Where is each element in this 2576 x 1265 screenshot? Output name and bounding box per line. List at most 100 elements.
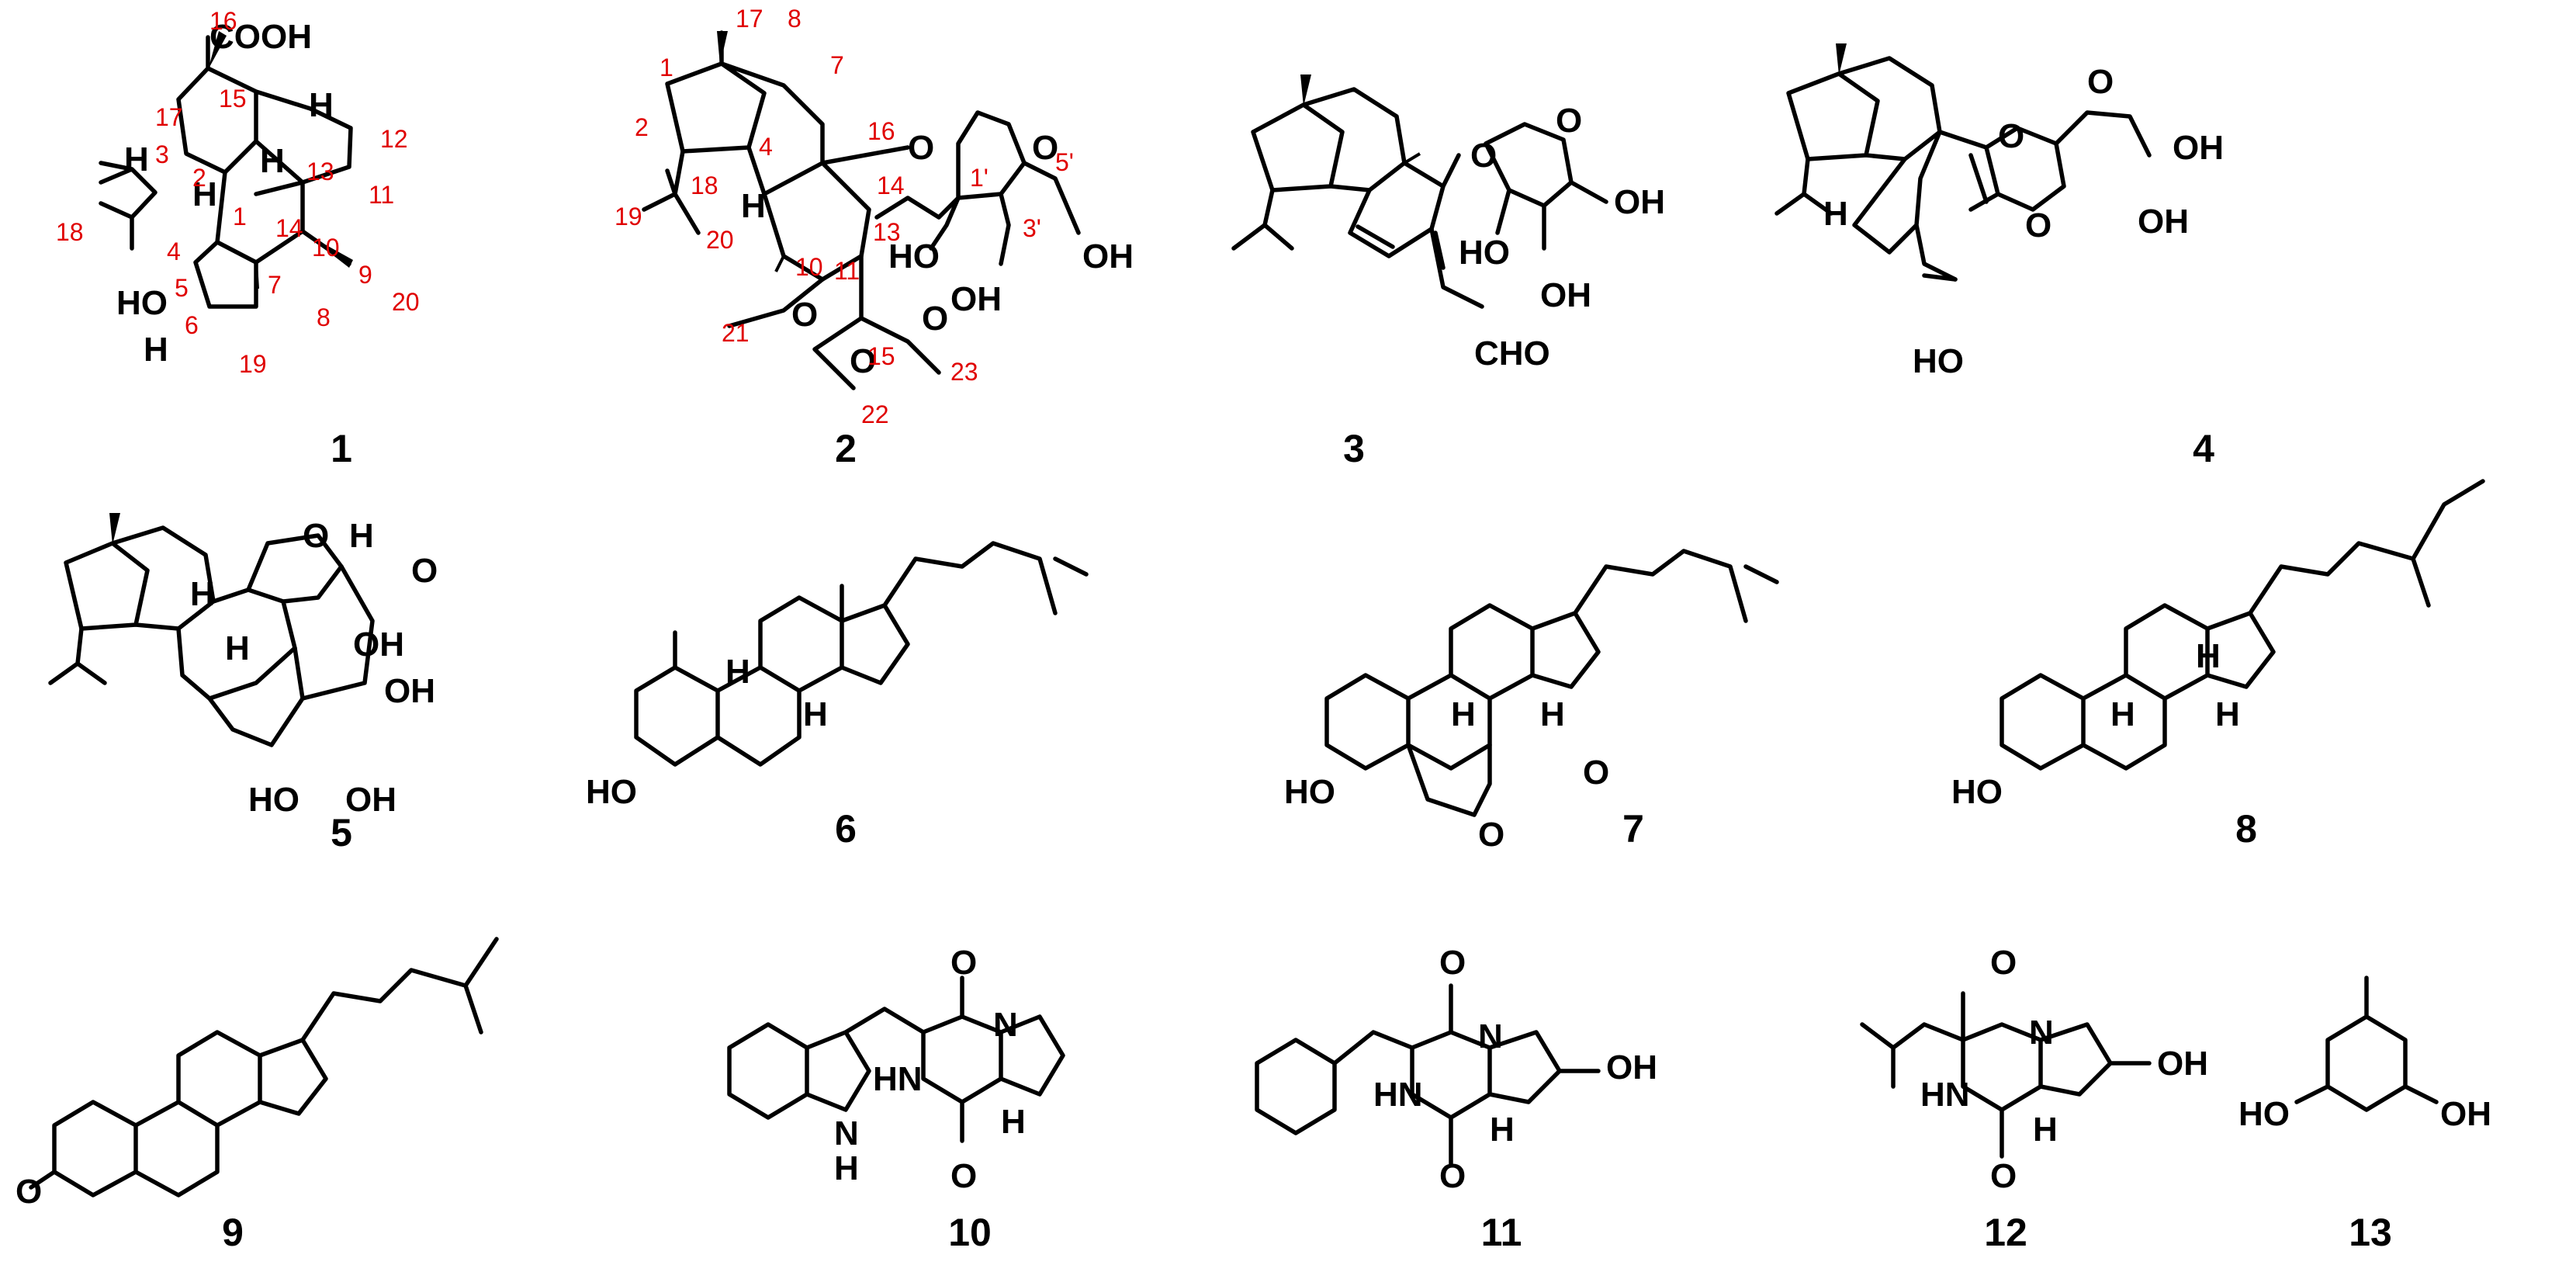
compound-3-glycoside-o-label: O (1470, 137, 1497, 175)
compound-2-glycoside-o-label: O (908, 129, 934, 167)
compound-2-oh3-label: OH (950, 280, 1002, 318)
compound-7-ho-label: HO (1284, 773, 1335, 811)
compound-11-n-label: N (1478, 1017, 1503, 1055)
compound-9-ketone-o-label: O (16, 1173, 42, 1211)
compound-7-label: 7 (1622, 807, 1644, 851)
compound-5-stereo (109, 513, 120, 545)
compound-3-bonds (1231, 87, 1608, 309)
compound-2-locant: 20 (706, 226, 734, 254)
compound-2-locant: 11 (834, 257, 860, 285)
compound-1-locant: 6 (185, 311, 199, 339)
compound-5-label: 5 (331, 811, 352, 854)
compound-10-o-upper-label: O (950, 944, 977, 982)
compound-1-locant: 13 (306, 158, 334, 185)
compound-2-locant: 4 (759, 133, 773, 161)
compound-1-atom-labels: COOH H H H H HO H (116, 18, 334, 369)
compound-1-locant: 2 (192, 164, 206, 192)
compound-11-o-upper-label: O (1439, 944, 1466, 982)
compound-8-atom-labels: H HO H H (1951, 637, 2240, 811)
compound-1-locant: 20 (392, 288, 420, 316)
compound-3-oh4-label: OH (1614, 183, 1665, 221)
compound-2-ho-label: HO (888, 237, 940, 276)
compound-1-locant: 4 (167, 237, 181, 265)
compound-1-locant: 19 (239, 350, 267, 378)
compound-6-h9-label: H (725, 653, 750, 691)
compound-4-h-label: H (1823, 195, 1848, 233)
compound-5-oh-right-label: OH (384, 672, 435, 710)
compound-6-bonds (634, 541, 1089, 767)
compound-2-structure: H O O HO OH OH O O O 1 2 4 7 8 10 11 13 … (615, 5, 1134, 470)
compound-1-locant: 5 (175, 274, 189, 302)
compound-11-bonds (1255, 983, 1601, 1166)
compound-2-locant: 18 (691, 172, 718, 199)
compound-4-bonds (1774, 56, 2152, 282)
compound-5-h-acetal-label: H (349, 517, 374, 555)
compound-9-atom-labels: O (16, 1173, 42, 1211)
compound-2-locant: 13 (873, 218, 901, 246)
compound-2-o22-label: O (850, 342, 876, 380)
compound-7-h14-label: H (1540, 695, 1565, 733)
compound-7-structure: HO H H O O 7 (1284, 549, 1779, 854)
compound-2-locant: 10 (795, 253, 823, 281)
compound-3-structure: O O OH HO OH CHO 3 (1231, 75, 1665, 470)
compound-13-atom-labels: HO OH (2238, 1095, 2491, 1133)
compound-2-atom-labels: H O O HO OH OH O O O (741, 129, 1134, 380)
compound-4-oh-lower-label: OH (2138, 203, 2189, 241)
compound-10-o-lower-label: O (950, 1157, 977, 1195)
compound-9-structure: O 9 (16, 937, 499, 1254)
compound-11-oh-label: OH (1606, 1048, 1657, 1087)
compound-2-locant: 23 (950, 358, 978, 386)
compound-6-structure: HO H H 6 (586, 541, 1089, 851)
compound-1-locant: 1 (233, 203, 247, 230)
compound-10-n-label: N (993, 1006, 1018, 1044)
compound-12-hn-label: HN (1920, 1076, 1970, 1114)
compound-1-locant: 12 (380, 125, 408, 153)
compound-1-locant: 3 (155, 140, 169, 168)
compound-12-h-label: H (2033, 1111, 2058, 1149)
compound-5-h-left-label: H (190, 575, 215, 613)
compound-3-atom-labels: O O OH HO OH CHO (1459, 102, 1665, 373)
compound-12-structure: O N OH HN H O 12 (1860, 944, 2208, 1254)
compound-12-o-upper-label: O (1990, 944, 2017, 982)
compound-12-o-lower-label: O (1990, 1157, 2017, 1195)
compound-4-atom-labels: O O OH H O OH HO (1823, 63, 2224, 380)
compound-3-label: 3 (1343, 427, 1365, 470)
compound-11-structure: O N OH HN H O 11 (1255, 944, 1657, 1254)
compound-8-structure: H HO H H 8 (1951, 479, 2485, 851)
compound-2-locant: 1' (970, 164, 989, 192)
compound-9-bonds (29, 937, 499, 1197)
compound-1-structure: COOH H H H H HO H 1 2 3 4 5 6 7 8 9 10 1… (56, 7, 420, 470)
compound-6-atom-labels: HO H H (586, 653, 828, 811)
compound-4-o2-label: O (2025, 206, 2051, 244)
compound-10-atom-labels: O N HN N H O H (834, 944, 1026, 1195)
compound-4-oh-upper-label: OH (2173, 129, 2224, 167)
compound-1-h14-label: H (260, 142, 285, 180)
compound-4-ring-o-label: O (2087, 63, 2114, 101)
compound-2-locant: 1 (660, 54, 673, 81)
compound-5-oh-upper-label: OH (353, 626, 404, 664)
compound-4-ho-label: HO (1913, 342, 1964, 380)
compound-2-locant: 8 (788, 5, 802, 33)
compound-8-h8-label: H (2196, 637, 2221, 675)
compound-2-o21-label: O (791, 296, 818, 334)
compound-5-atom-labels: O H O H H OH OH HO OH (190, 517, 438, 819)
compound-9-label: 9 (222, 1211, 244, 1254)
compound-1-locants: 1 2 3 4 5 6 7 8 9 10 11 12 13 14 15 16 1… (56, 7, 420, 378)
compound-12-oh-label: OH (2157, 1045, 2208, 1083)
compound-8-ho-label: HO (1951, 773, 2003, 811)
compound-6-label: 6 (835, 807, 857, 851)
compound-5-bridge-o-label: O (411, 552, 438, 590)
compound-6-h14-label: H (803, 695, 828, 733)
compound-11-o-lower-label: O (1439, 1157, 1466, 1195)
compound-5-oh-lower-label: OH (345, 781, 396, 819)
compound-7-h9-label: H (1451, 695, 1476, 733)
compound-8-h14-label: H (2215, 695, 2240, 733)
compound-11-label: 11 (1481, 1211, 1522, 1254)
compound-3-ring-o-label: O (1556, 102, 1582, 140)
compound-8-h9-label: H (2110, 695, 2135, 733)
compound-2-ring-o-label: O (1032, 129, 1058, 167)
compound-12-label: 12 (1984, 1211, 2027, 1254)
compound-1-locant: 17 (155, 103, 183, 131)
compound-2-locant: 17 (736, 5, 763, 33)
